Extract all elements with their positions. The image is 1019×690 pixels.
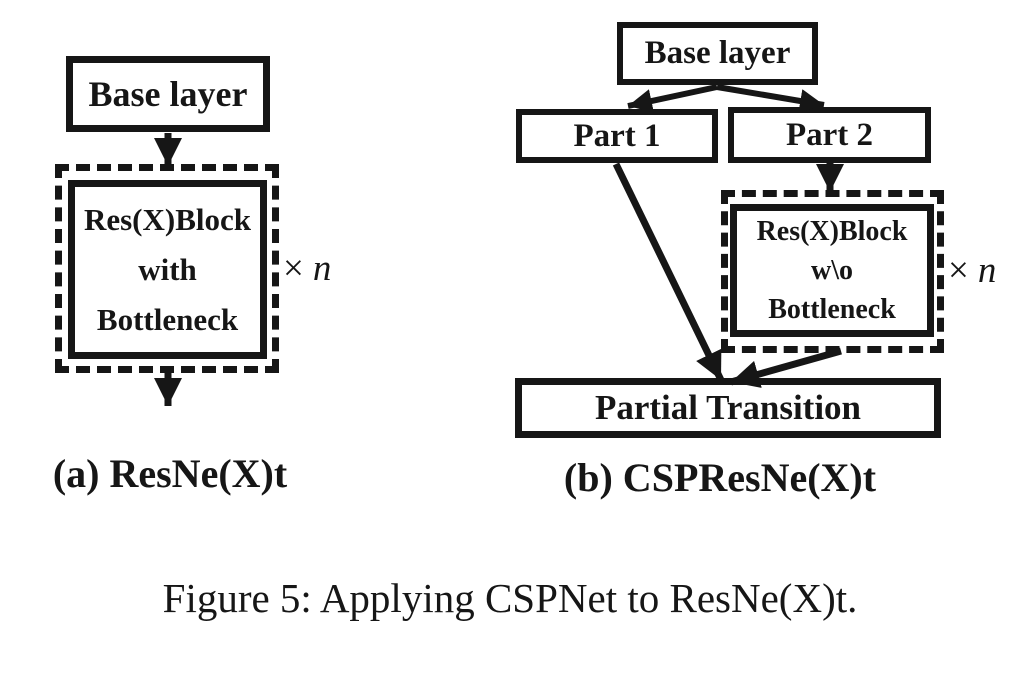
partial-transition-box: Partial Transition [515,378,941,438]
times-sign-a: × [283,248,304,289]
partial-transition-label: Partial Transition [594,388,862,427]
res-block-line1-a: Res(X)Block [83,201,252,237]
res-block-box-b: Res(X)Block w\o Bottleneck [730,204,934,337]
part2-label: Part 2 [785,116,874,153]
arrow-part1-to-partial-transition [612,162,725,382]
repeat-multiplier-a: × n [283,247,331,290]
diagram-a-label: (a) ResNe(X)t [52,451,288,496]
base-layer-box-b: Base layer [617,22,818,85]
base-layer-box-a: Base layer [66,56,270,132]
base-layer-label-a: Base layer [88,74,248,114]
res-block-line3-a: Bottleneck [96,301,239,337]
n-variable-b: n [977,250,997,291]
res-block-box-a: Res(X)Block with Bottleneck [68,180,267,359]
figure-caption: Figure 5: Applying CSPNet to ResNe(X)t. [162,575,858,621]
res-block-line3-b: Bottleneck [768,294,896,325]
res-block-line2-b: w\o [811,255,853,286]
part1-box: Part 1 [516,109,718,163]
arrow-base-b-to-part2 [716,84,825,113]
times-sign-b: × [948,250,969,291]
res-block-line2-a: with [138,251,197,287]
diagram-b-label: (b) CSPResNe(X)t [563,455,877,500]
res-block-line1-b: Res(X)Block [756,216,908,247]
part1-label: Part 1 [573,117,661,154]
base-layer-label-b: Base layer [644,35,791,71]
part2-box: Part 2 [728,107,931,163]
n-variable-a: n [312,248,332,289]
arrow-base-b-to-part1 [627,84,718,113]
repeated-block-dashed-box-a [55,164,279,373]
repeat-multiplier-b: × n [948,249,996,292]
